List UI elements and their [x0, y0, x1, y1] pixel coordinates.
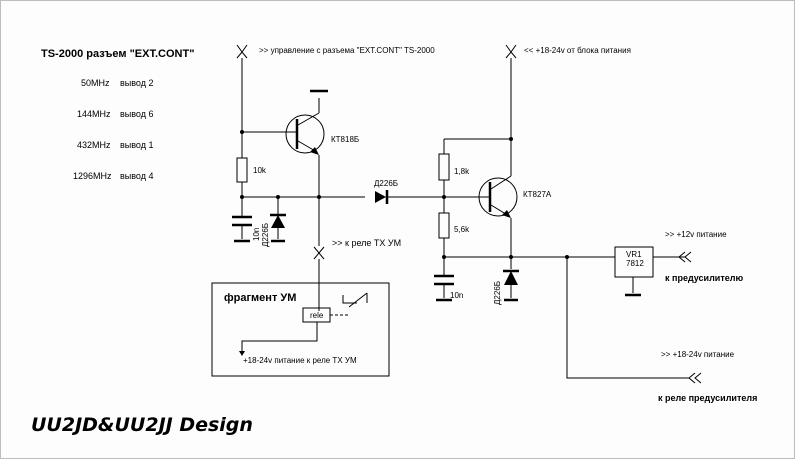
r1-value: 10k [253, 166, 267, 175]
band-table: 50MHz вывод 2 144MHz вывод 6 432MHz выво… [73, 78, 154, 181]
power-input-connector [505, 44, 517, 59]
relay-contact [342, 292, 368, 308]
band-freq: 1296MHz [73, 171, 112, 181]
capacitor-c1 [232, 215, 252, 227]
d2-value: Д226Б [493, 281, 502, 305]
band-freq: 50MHz [81, 78, 110, 88]
band-pin: вывод 4 [120, 171, 154, 181]
plus18-supply-label: >> +18-24v питание [661, 350, 735, 359]
r3-value: 5,6k [454, 225, 470, 234]
vr1-name: VR1 [626, 250, 642, 259]
q2-type: КТ827А [523, 190, 552, 199]
band-pin: вывод 6 [120, 109, 154, 119]
diode-d1 [270, 213, 286, 228]
vr1-type: 7812 [626, 259, 644, 268]
c2-value: 10n [450, 291, 463, 300]
to-preamp-label: к предусилителю [665, 273, 743, 283]
control-input-connector [236, 44, 248, 59]
c1-value: 10n [252, 228, 261, 241]
band-pin: вывод 2 [120, 78, 154, 88]
fragment-supply-label: +18-24v питание к реле ТХ УМ [243, 356, 357, 365]
r2-value: 1,8k [454, 167, 470, 176]
q1-type: КТ818Б [331, 135, 359, 144]
band-freq: 432MHz [77, 140, 111, 150]
d1-value: Д226Б [261, 223, 270, 247]
resistor-r3 [438, 212, 450, 239]
plus12-label: >> +12v питание [665, 230, 727, 239]
band-freq: 144MHz [77, 109, 111, 119]
relay-tx-connector [313, 246, 325, 260]
resistor-r2 [438, 153, 450, 181]
fragment-wire [241, 322, 318, 351]
capacitor-c2 [434, 274, 454, 286]
control-input-label: >> управление с разъема "EXT.CONT" TS-20… [259, 46, 435, 55]
transistor-q2 [478, 175, 518, 218]
to-preamp-relay-label: к реле предусилителя [658, 393, 757, 403]
relay-name: rele [310, 311, 324, 320]
diode-d2 [503, 269, 519, 285]
resistor-r1 [236, 157, 248, 183]
plus12-connector [678, 251, 692, 263]
schematic-title: TS-2000 разъем "EXT.CONT" [41, 48, 194, 60]
relay-tx-label: >> к реле ТХ УМ [332, 238, 401, 248]
fragment-title: фрагмент УМ [224, 292, 296, 304]
design-credit: UU2JD&UU2JJ Design [31, 414, 253, 436]
power-input-label: << +18-24v от блока питания [524, 46, 631, 55]
diode-series-value: Д226Б [374, 179, 398, 188]
supply-arrow [239, 351, 245, 356]
amp-fragment-box [211, 282, 390, 377]
transistor-q1 [285, 112, 325, 155]
regulator-vr1 [614, 246, 654, 278]
preamp-relay-connector [688, 372, 702, 384]
preamp-relay-wire [566, 257, 689, 379]
diode-series [375, 190, 389, 204]
band-pin: вывод 1 [120, 140, 154, 150]
relay-coil: rele [302, 307, 331, 323]
